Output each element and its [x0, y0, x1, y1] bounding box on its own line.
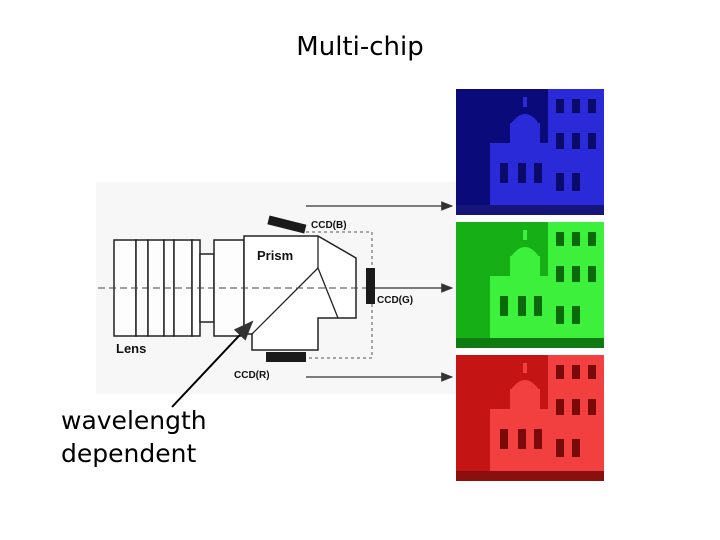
blue-channel-image: [456, 89, 604, 215]
signal-connectors: [306, 231, 373, 359]
prism-label: Prism: [257, 248, 293, 263]
output-arrows: [306, 201, 454, 382]
ccd-blue-sensor: [267, 215, 307, 234]
ccd-blue-label: CCD(B): [311, 220, 347, 231]
ccd-red-sensor: [266, 352, 306, 362]
green-channel-image: [456, 222, 604, 348]
annotation-line-1: wavelength: [61, 406, 207, 435]
prism-faces: [251, 236, 339, 335]
ccd-green-label: CCD(G): [377, 295, 413, 306]
slide-title: Multi-chip: [296, 32, 424, 62]
ccd-green-sensor: [366, 268, 375, 304]
red-channel-image: [456, 355, 604, 481]
annotation-line-2: dependent: [61, 439, 197, 468]
lens-label: Lens: [116, 341, 146, 356]
ccd-red-label: CCD(R): [234, 370, 270, 381]
wavelength-annotation: wavelength dependent: [61, 404, 207, 470]
annotation-arrow: [171, 320, 254, 408]
